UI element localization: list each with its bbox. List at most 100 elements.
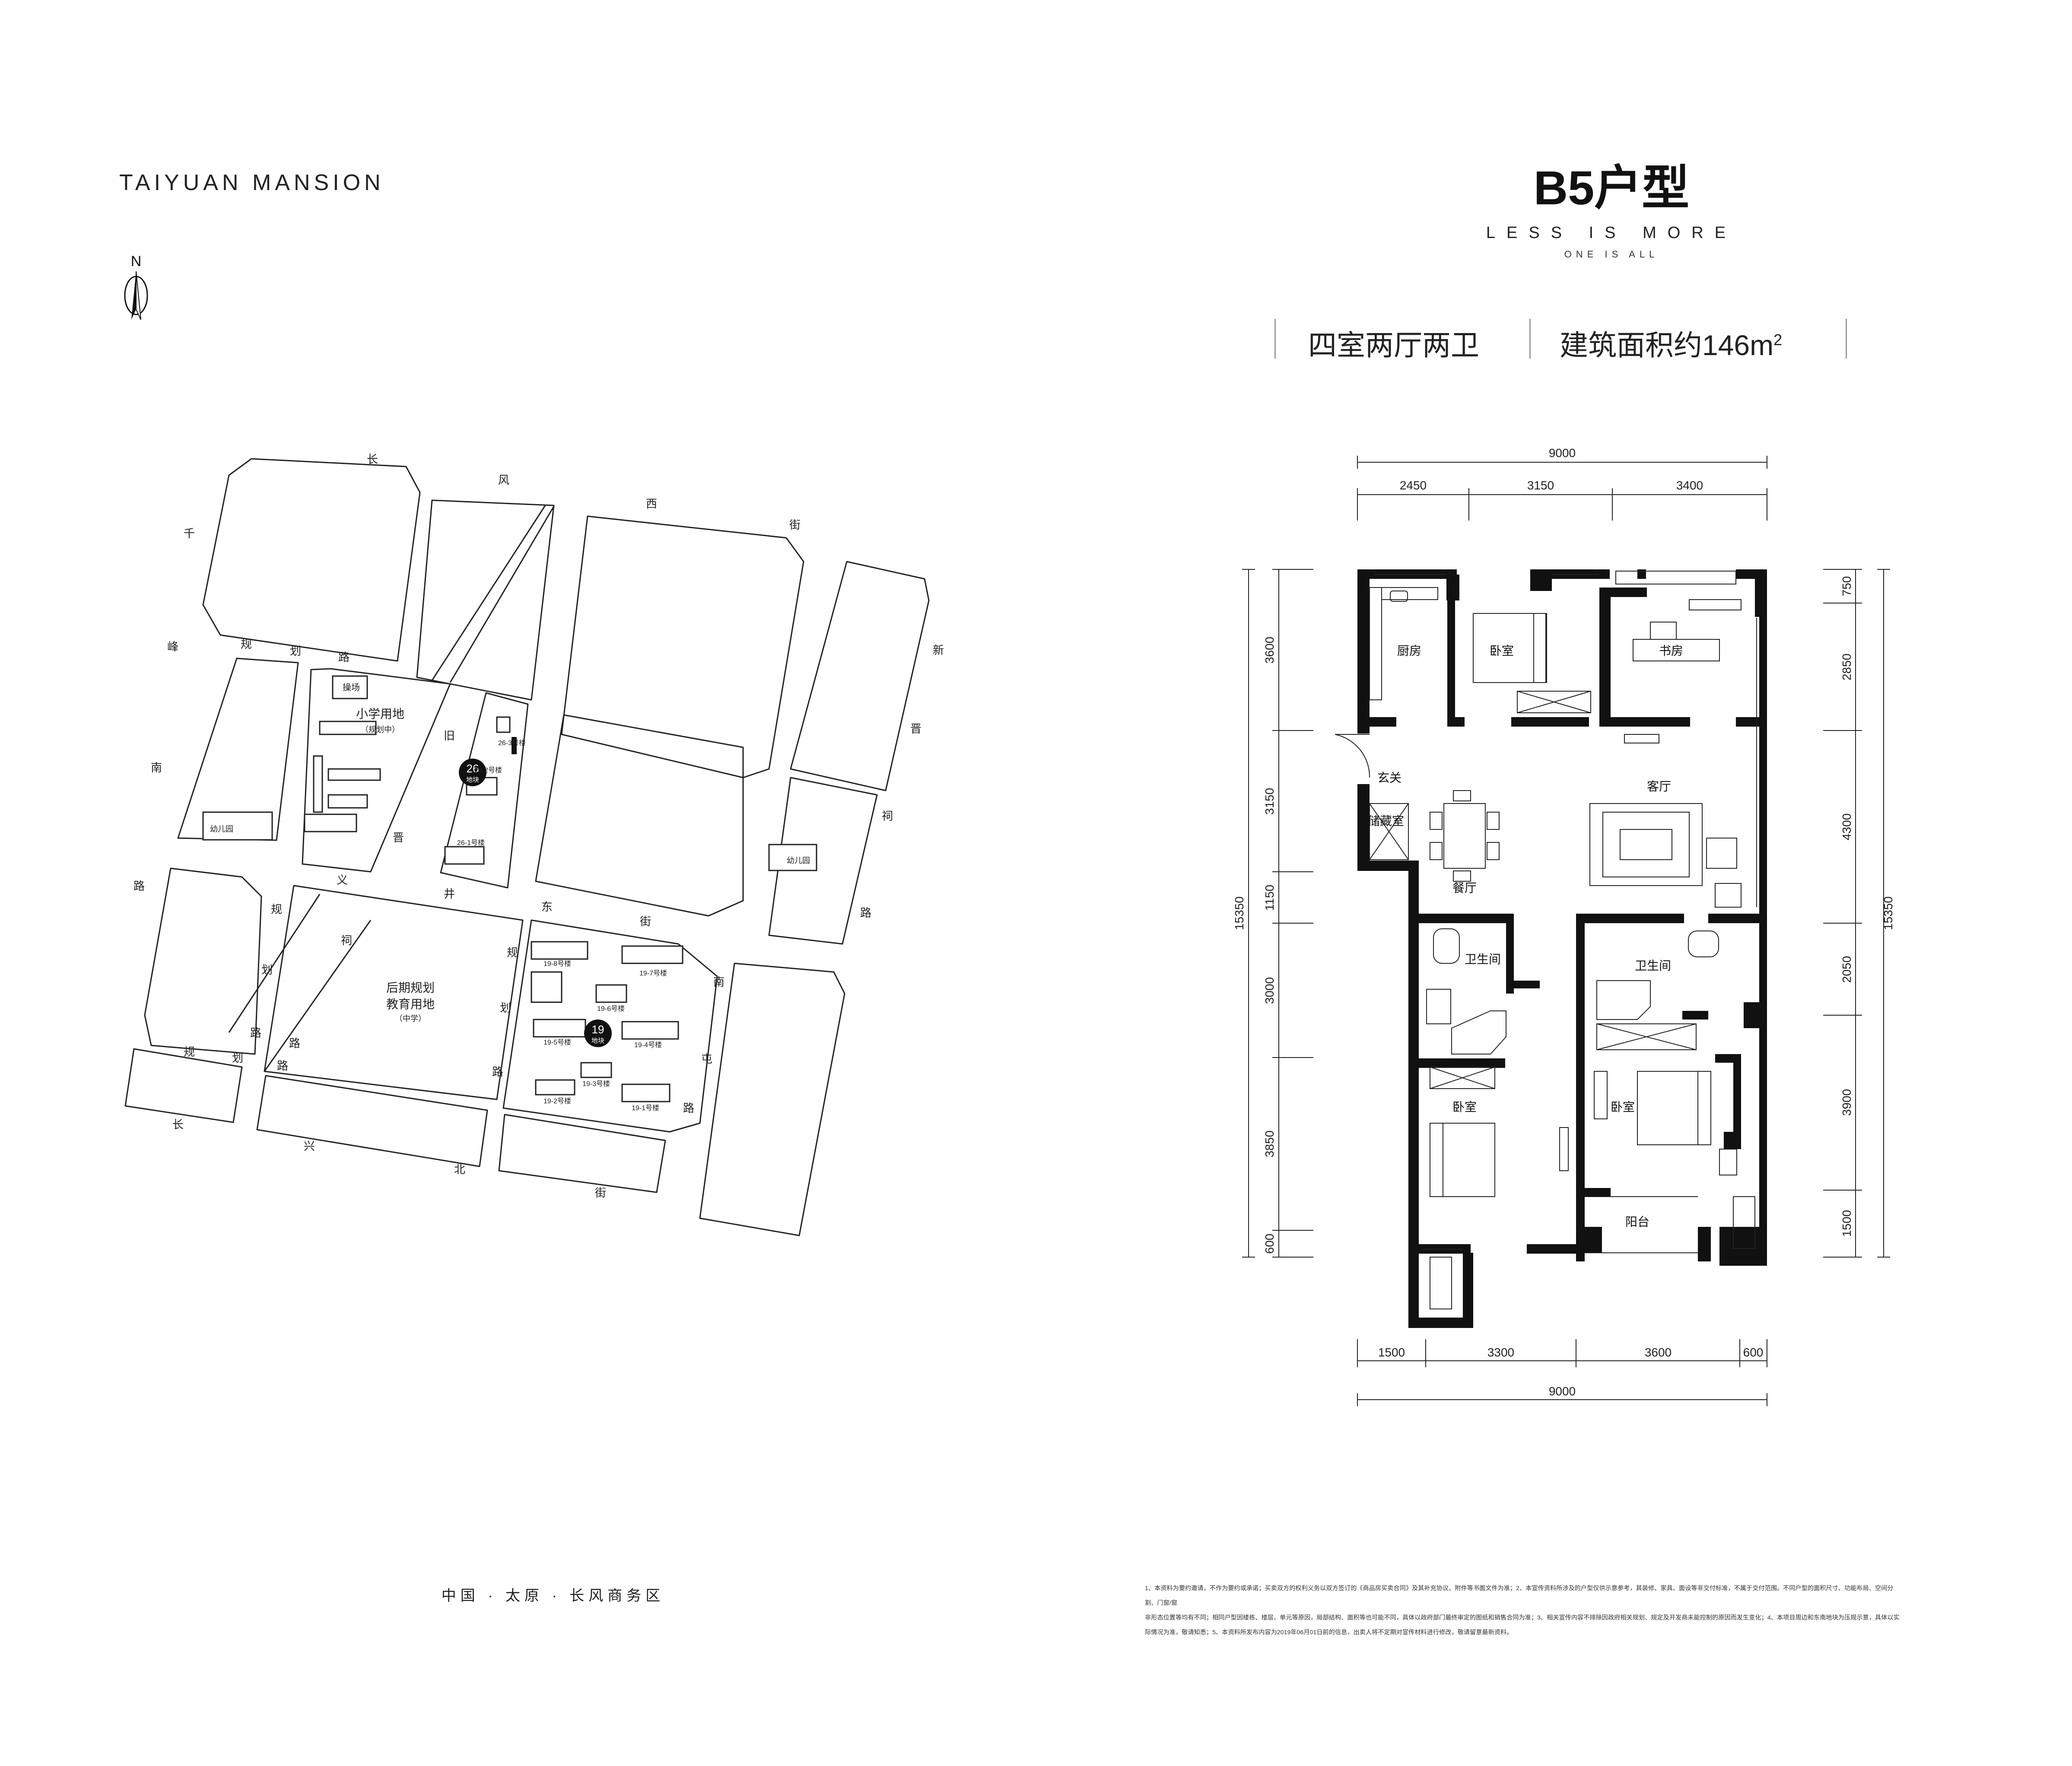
dim-label: 600 xyxy=(1263,1234,1276,1254)
building-19-annex xyxy=(531,971,562,1003)
road-char: 祠 xyxy=(341,934,352,947)
room-labels: 厨房 卧室 书房 玄关 储藏室 餐厅 客厅 卫生间 卫生间 卧室 卧室 阳台 xyxy=(1368,644,1683,1229)
building-label: 19-7号楼 xyxy=(639,969,667,977)
road-char: 路 xyxy=(289,1037,300,1050)
wall xyxy=(1585,1227,1602,1253)
wall xyxy=(1599,588,1611,726)
site-map-blocks xyxy=(124,458,930,1236)
block xyxy=(561,515,804,778)
building-19-1 xyxy=(621,1083,671,1102)
location-text: 中国 · 太原 · 长风商务区 xyxy=(441,1588,665,1604)
wardrobe xyxy=(1430,1067,1495,1089)
bed-headboard xyxy=(1533,613,1546,683)
shower xyxy=(1451,1010,1506,1055)
block xyxy=(302,668,451,873)
block xyxy=(202,458,421,662)
nightstand xyxy=(1719,1149,1737,1175)
plot-19-buildings xyxy=(531,941,683,1102)
wardrobe xyxy=(1517,691,1591,713)
wall xyxy=(1708,914,1767,923)
wall xyxy=(1744,1002,1767,1028)
school-building xyxy=(327,768,381,781)
wall xyxy=(1514,981,1540,988)
road-char: 旧 xyxy=(444,729,455,742)
spec-divider xyxy=(1274,319,1276,359)
room-label-living: 客厅 xyxy=(1647,780,1671,793)
wall xyxy=(1759,1054,1767,1266)
road-char: 划 xyxy=(232,1051,243,1064)
site-map: 长 风 西 街 千 峰 南 路 规 划 路 旧 晋 祠 路 义 井 东 街 规 … xyxy=(124,453,944,1236)
dim-label: 2050 xyxy=(1840,956,1853,983)
disclaimer-line: 际情况为准，敬请知悉；5、本资料所发布内容为2019年06月01日前的信息，出卖… xyxy=(1145,1629,1513,1636)
dim-label: 1500 xyxy=(1840,1210,1853,1237)
building-label: 26-2号楼 xyxy=(474,766,502,774)
coffee-table xyxy=(1620,829,1672,860)
road-char: 规 xyxy=(271,903,282,916)
room-label-study: 书房 xyxy=(1659,644,1683,657)
building-19-7 xyxy=(621,945,683,964)
road-char: 北 xyxy=(454,1163,465,1176)
kitchen-counter xyxy=(1381,587,1438,600)
road-char: 路 xyxy=(277,1059,288,1072)
road-char: 祠 xyxy=(882,810,893,823)
wall xyxy=(1724,1132,1741,1149)
wall xyxy=(1357,784,1370,868)
dim-label: 3150 xyxy=(1263,788,1276,815)
plot-26-sub: 地块 xyxy=(466,776,479,784)
road-edge xyxy=(264,920,372,1072)
dim-label: 3900 xyxy=(1840,1089,1853,1116)
school-building xyxy=(327,794,368,809)
sink-cabinet xyxy=(1426,989,1451,1024)
road-char: 风 xyxy=(498,473,509,486)
future-note: （中学） xyxy=(395,1014,426,1023)
diagonal-roads xyxy=(228,505,555,1072)
bed xyxy=(1430,1123,1495,1197)
sofa xyxy=(1589,803,1703,886)
block xyxy=(144,867,262,1055)
dining-chair xyxy=(1453,790,1471,801)
wall xyxy=(1576,914,1684,923)
shower xyxy=(1596,980,1651,1020)
future-label: 后期规划 xyxy=(386,981,435,994)
dining-chair xyxy=(1453,870,1471,882)
school-building xyxy=(313,755,323,813)
dim-label: 3600 xyxy=(1645,1346,1672,1359)
side-table xyxy=(1715,883,1741,908)
area-unit-sup: 2 xyxy=(1773,331,1783,349)
building-19-8 xyxy=(531,941,588,960)
dim-label: 2450 xyxy=(1400,479,1427,492)
vanity xyxy=(1596,1023,1697,1050)
wall xyxy=(1463,1253,1473,1326)
building-label: 19-3号楼 xyxy=(582,1080,610,1088)
room-label-balcony: 阳台 xyxy=(1625,1215,1649,1229)
school-buildings xyxy=(202,675,817,871)
building-label: 19-4号楼 xyxy=(634,1041,662,1049)
building-label: 19-2号楼 xyxy=(543,1097,571,1105)
plot-19-badge xyxy=(584,1020,612,1047)
dimension-labels-bottom: 1500 3300 3600 600 9000 xyxy=(1378,1346,1764,1398)
wall xyxy=(1357,861,1418,871)
disclaimer-line: 非形态位置等均有不同；相同户型因楼栋、楼层、单元等原因，局部结构、面积等也可能不… xyxy=(1145,1614,1900,1621)
dim-label: 750 xyxy=(1840,576,1853,597)
room-label-kitchen: 厨房 xyxy=(1397,644,1421,657)
dim-label: 600 xyxy=(1743,1346,1764,1359)
dim-total-right: 15350 xyxy=(1881,896,1895,930)
dim-total-bottom: 9000 xyxy=(1549,1385,1576,1398)
site-map-labels: 长 风 西 街 千 峰 南 路 规 划 路 旧 晋 祠 路 义 井 东 街 规 … xyxy=(133,453,944,1199)
school-note: （规划中） xyxy=(361,725,400,734)
road-char: 南 xyxy=(713,975,725,988)
floor-plan: 9000 2450 3150 3400 1500 3300 3600 600 9… xyxy=(1233,446,1895,1406)
road-char: 路 xyxy=(133,880,145,893)
wardrobe-x xyxy=(1430,1067,1495,1089)
road-char: 兴 xyxy=(304,1140,315,1153)
plot-19-number: 19 xyxy=(592,1023,604,1036)
vanity-x xyxy=(1596,1023,1697,1050)
room-label-bath-2: 卫生间 xyxy=(1635,959,1671,972)
dining-chair xyxy=(1430,842,1443,860)
dim-total-left: 15350 xyxy=(1233,896,1246,930)
block xyxy=(264,885,524,1100)
dimension-labels-top: 9000 2450 3150 3400 xyxy=(1400,446,1703,492)
dimensions-right xyxy=(1823,569,1890,1258)
dimensions-bottom xyxy=(1357,1339,1767,1406)
wall xyxy=(1506,914,1514,994)
